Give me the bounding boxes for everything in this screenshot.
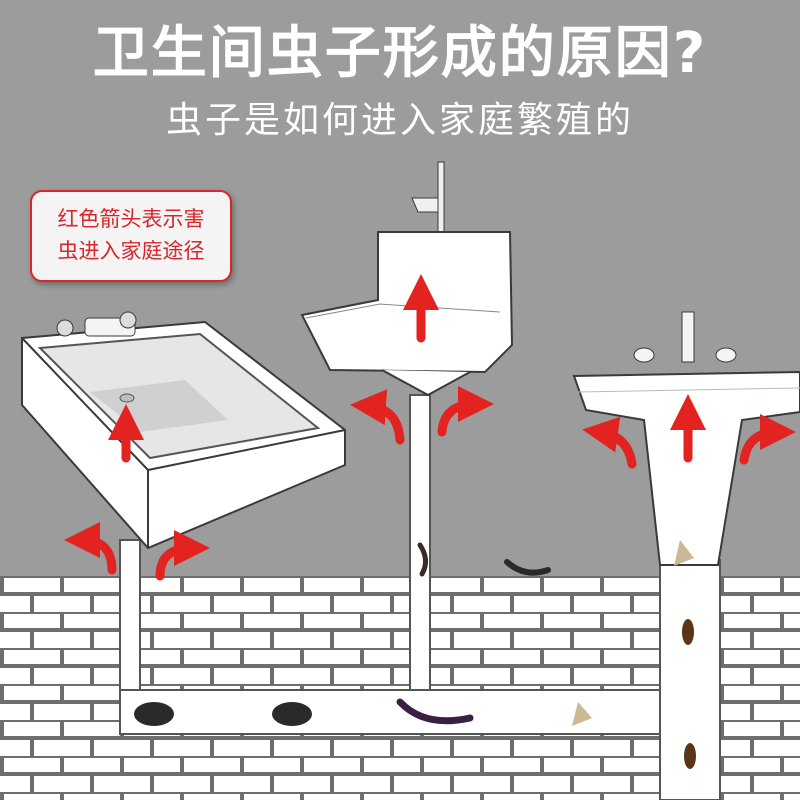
pedestal-sink: [572, 311, 800, 566]
pedestal-sink-right-arrow: [739, 414, 796, 465]
moth-1: [572, 702, 592, 726]
millipede-1: [396, 698, 474, 725]
cockroach-2: [684, 743, 696, 769]
pill-bug-2: [272, 702, 312, 726]
pest-entry-arrows: [64, 274, 796, 581]
moth-2: [674, 540, 694, 566]
legend-box: 红色箭头表示害 虫进入家庭途径: [30, 190, 232, 282]
worm: [417, 542, 428, 577]
page-title: 卫生间虫子形成的原因?: [92, 21, 708, 86]
legend-line-2: 虫进入家庭途径: [57, 239, 205, 263]
insects: [134, 540, 696, 769]
pill-bug-1: [134, 702, 174, 726]
wall-sink: [300, 161, 514, 397]
millipede-2: [504, 559, 551, 576]
wall-sink-right-arrow: [437, 386, 494, 437]
bathtub-left-arrow: [64, 522, 117, 575]
cockroach-1: [682, 619, 694, 645]
pedestal-sink-left-arrow: [582, 416, 637, 469]
wall-sink-left-arrow: [350, 389, 405, 445]
legend-line-1: 红色箭头表示害: [57, 207, 205, 231]
page-subtitle: 虫子是如何进入家庭繁殖的: [165, 100, 634, 141]
bathtub: [21, 311, 346, 550]
bathtub-right-arrow: [155, 530, 210, 581]
